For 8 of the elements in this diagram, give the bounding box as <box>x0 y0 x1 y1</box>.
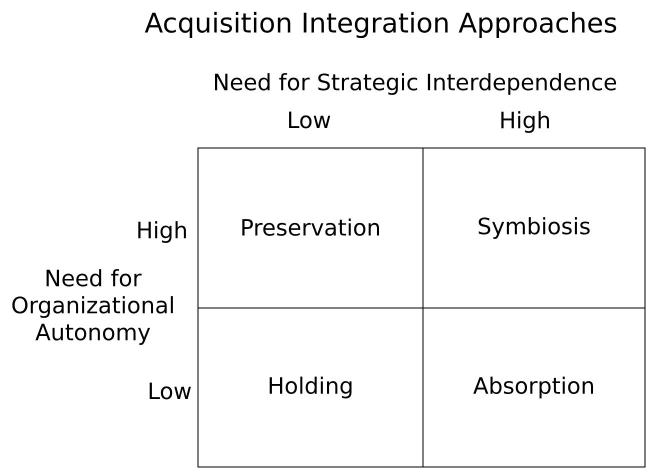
axis-label: Need for Strategic Interdependence <box>215 73 616 95</box>
quadrant-cell: Symbiosis <box>422 148 646 308</box>
axis-label: High <box>138 221 186 243</box>
axis-label: Need for Organizational Autonomy <box>12 269 173 345</box>
quadrant-cell: Absorption <box>422 308 646 468</box>
quadrant-cell: Preservation <box>198 148 424 308</box>
title: Acquisition Integration Approaches <box>144 12 616 38</box>
quadrant-cell: Holding <box>198 308 424 468</box>
